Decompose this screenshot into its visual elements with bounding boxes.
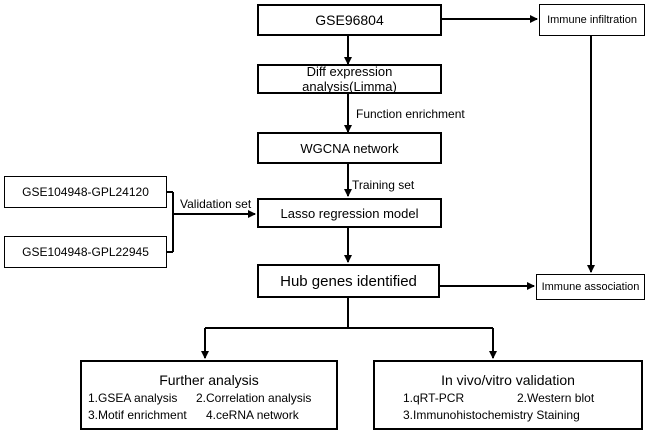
edge-label-validation-set: Validation set xyxy=(180,197,252,211)
node-diff-expression: Diff expression analysis(Limma) xyxy=(257,64,442,94)
node-gpl22945-label: GSE104948-GPL22945 xyxy=(22,245,149,259)
further-analysis-item: 2.Correlation analysis xyxy=(196,391,312,405)
further-analysis-item: 3.Motif enrichment xyxy=(88,408,187,422)
validation-title: In vivo/vitro validation xyxy=(441,372,575,388)
further-analysis-title: Further analysis xyxy=(159,372,259,388)
validation-item: 2.Western blot xyxy=(517,391,595,405)
node-immune-association: Immune association xyxy=(536,274,645,300)
further-analysis-item: 4.ceRNA network xyxy=(206,408,299,422)
node-immune-infiltration: Immune infiltration xyxy=(539,4,645,36)
further-analysis-box: Further analysis 1.GSEA analysis 2.Corre… xyxy=(80,360,338,430)
node-diff-expression-label: Diff expression analysis(Limma) xyxy=(302,64,397,94)
node-gpl22945: GSE104948-GPL22945 xyxy=(4,236,167,268)
validation-item: 1.qRT-PCR xyxy=(403,391,465,405)
validation-item: 3.Immunohistochemistry Staining xyxy=(403,408,580,422)
node-hub-genes: Hub genes identified xyxy=(257,264,440,298)
node-wgcna-label: WGCNA network xyxy=(300,140,399,156)
node-gse96804: GSE96804 xyxy=(257,4,442,36)
edge-label-function-enrichment: Function enrichment xyxy=(356,107,465,121)
node-immune-infiltration-label: Immune infiltration xyxy=(547,14,637,26)
node-hub-genes-label: Hub genes identified xyxy=(280,272,417,290)
edge-label-training-set: Training set xyxy=(352,178,415,192)
node-immune-association-label: Immune association xyxy=(541,281,640,293)
further-analysis-item: 1.GSEA analysis xyxy=(88,391,178,405)
validation-box: In vivo/vitro validation 1.qRT-PCR 2.Wes… xyxy=(373,360,643,430)
node-gse96804-label: GSE96804 xyxy=(315,12,384,28)
node-gpl24120-label: GSE104948-GPL24120 xyxy=(22,185,149,199)
node-wgcna: WGCNA network xyxy=(257,132,442,164)
node-lasso: Lasso regression model xyxy=(257,198,442,228)
node-gpl24120: GSE104948-GPL24120 xyxy=(4,176,167,208)
node-lasso-label: Lasso regression model xyxy=(280,205,419,221)
